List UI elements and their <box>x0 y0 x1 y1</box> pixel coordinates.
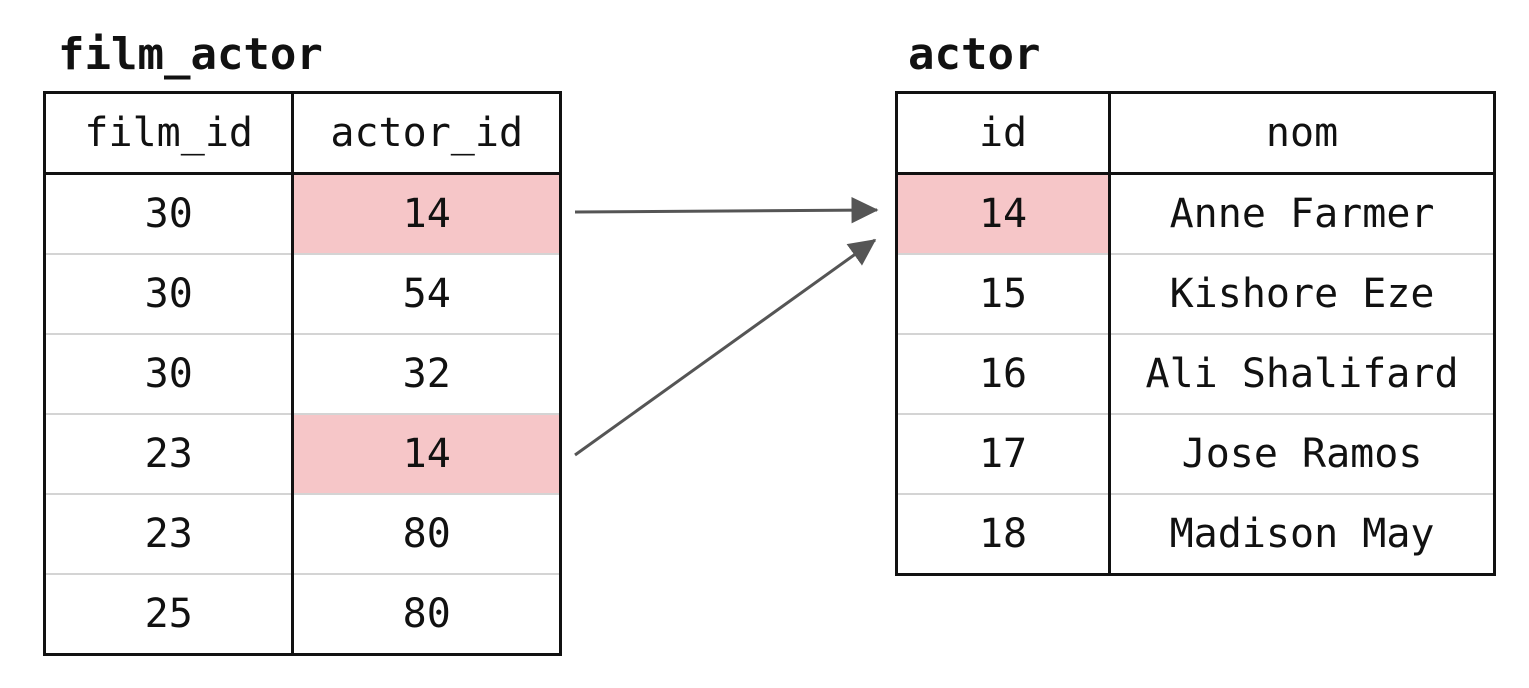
film-id-cell: 23 <box>44 493 295 574</box>
actor-name-cell: Anne Farmer <box>1169 191 1435 237</box>
film-actor-row: 30 32 <box>44 333 561 414</box>
film-actor-row: 30 14 <box>44 173 561 254</box>
film-actor-row: 25 80 <box>44 573 561 655</box>
actor-name-cell: Jose Ramos <box>1109 413 1495 494</box>
film-actor-table-title: film_actor <box>58 29 323 80</box>
relation-arrow-row-4 <box>574 238 877 457</box>
actor-name-cell: Ali Shalifard <box>1109 333 1495 414</box>
film-actor-row: 23 80 <box>44 493 561 574</box>
actor-id-cell: 32 <box>292 333 561 414</box>
film-actor-row: 23 14 <box>44 413 561 494</box>
film-id-cell: 30 <box>44 333 295 414</box>
actor-row: 14 Anne Farmer <box>896 173 1495 254</box>
id-column-header: id <box>896 92 1112 175</box>
actor-id-cell: 14 <box>292 173 561 254</box>
actor-id-column-header: actor_id <box>292 92 561 175</box>
film-actor-row: 30 54 <box>44 253 561 334</box>
actor-header-row: id nom <box>896 92 1495 175</box>
film-id-cell: 30 <box>44 173 295 254</box>
actor-row: 17 Jose Ramos <box>896 413 1495 494</box>
actor-id-cell: 14 <box>896 173 1112 254</box>
actor-row: 18 Madison May <box>896 493 1495 575</box>
actor-row: 16 Ali Shalifard <box>896 333 1495 414</box>
actor-id-cell: 17 <box>896 413 1112 494</box>
actor-row: 15 Kishore Eze <box>896 253 1495 334</box>
actor-id-cell: 54 <box>292 253 561 334</box>
film-id-cell: 23 <box>44 413 295 494</box>
film-id-cell: 30 <box>44 253 295 334</box>
film-id-cell: 25 <box>44 573 295 655</box>
actor-id-cell: 80 <box>292 573 561 655</box>
actor-id-cell: 18 <box>896 493 1112 575</box>
nom-column-header: nom <box>1109 92 1495 175</box>
film-id-column-header: film_id <box>44 92 295 175</box>
actor-table-title: actor <box>908 29 1041 80</box>
actor-id-cell: 16 <box>896 333 1112 414</box>
actor-id-cell: 80 <box>292 493 561 574</box>
relation-arrow-row-1 <box>574 196 879 224</box>
film-actor-header-row: film_id actor_id <box>44 92 561 175</box>
film-actor-table: film_id actor_id 30 14 30 54 30 32 23 14… <box>43 91 562 656</box>
actor-id-cell: 14 <box>292 413 561 494</box>
actor-name-cell: Madison May <box>1109 493 1495 575</box>
actor-table: id nom 14 Anne Farmer 15 Kishore Eze 16 … <box>895 91 1496 576</box>
actor-name-cell: Kishore Eze <box>1109 253 1495 334</box>
actor-id-cell: 15 <box>896 253 1112 334</box>
